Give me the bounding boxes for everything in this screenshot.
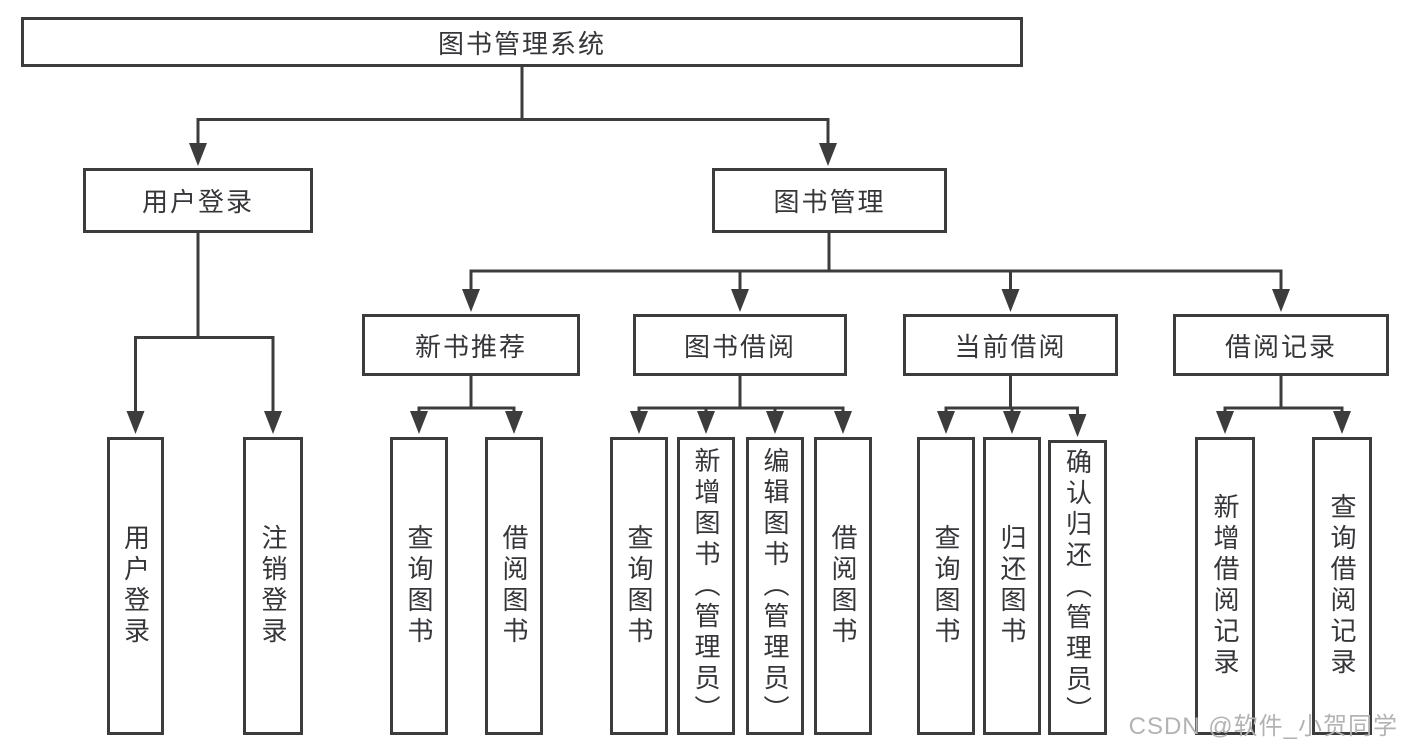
node-label: 查询图书	[931, 524, 961, 648]
node-label: 查询图书	[624, 524, 654, 648]
node-current-borrowing: 当前借阅	[903, 314, 1118, 376]
node-label: 新书推荐	[414, 331, 527, 362]
node-label: 新增借阅记录	[1210, 493, 1240, 679]
node-nb-query-books: 查询图书	[390, 437, 448, 735]
node-bb-edit-books-admin: 编辑图书（管理员）	[746, 437, 804, 735]
node-bb-add-books-admin: 新增图书（管理员）	[677, 437, 735, 735]
node-br-query-record: 查询借阅记录	[1312, 437, 1372, 735]
node-bb-borrow-books: 借阅图书	[814, 437, 872, 735]
node-label: 借阅图书	[828, 524, 858, 648]
node-new-book-recommend: 新书推荐	[362, 314, 580, 376]
csdn-watermark: CSDN @软件_小贺同学	[1128, 713, 1398, 740]
node-label: 注销登录	[258, 524, 288, 648]
node-cb-query-books: 查询图书	[917, 437, 975, 735]
node-library-management-system: 图书管理系统	[21, 17, 1023, 67]
node-bb-query-books: 查询图书	[610, 437, 668, 735]
node-label: 用户登录	[120, 524, 151, 648]
node-label: 归还图书	[997, 524, 1027, 648]
node-label: 借阅记录	[1224, 331, 1337, 362]
node-label: 查询图书	[404, 524, 434, 648]
node-label: 借阅图书	[499, 524, 529, 648]
node-label: 图书管理	[773, 187, 886, 217]
node-br-add-record: 新增借阅记录	[1195, 437, 1255, 735]
node-book-management: 图书管理	[712, 168, 947, 233]
node-cb-return-books: 归还图书	[983, 437, 1041, 735]
node-book-borrowing: 图书借阅	[633, 314, 847, 376]
node-user-login: 用户登录	[83, 168, 313, 233]
node-leaf-logout: 注销登录	[243, 437, 303, 735]
node-label: 当前借阅	[954, 331, 1067, 362]
node-label: 用户登录	[141, 187, 254, 217]
node-label: 图书借阅	[683, 331, 796, 362]
node-label: 确认归还（管理员）	[1062, 448, 1093, 727]
node-label: 编辑图书（管理员）	[760, 446, 790, 726]
node-leaf-user-login: 用户登录	[107, 437, 164, 735]
node-label: 查询借阅记录	[1327, 493, 1357, 679]
node-label: 图书管理系统	[437, 28, 606, 59]
node-nb-borrow-books: 借阅图书	[485, 437, 543, 735]
node-label: 新增图书（管理员）	[691, 446, 721, 726]
node-cb-confirm-return-admin: 确认归还（管理员）	[1048, 440, 1107, 735]
node-borrowing-records: 借阅记录	[1173, 314, 1389, 376]
